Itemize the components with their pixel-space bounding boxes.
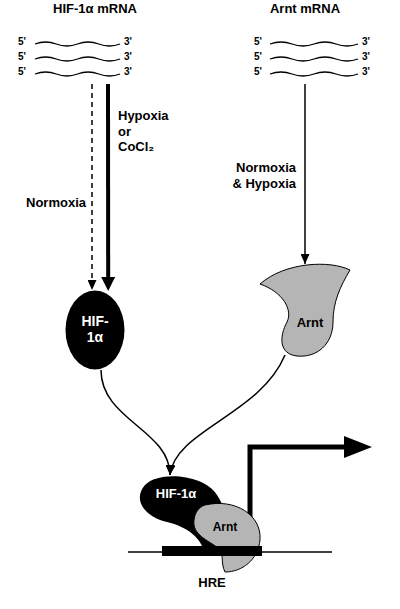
condition-label: Normoxia & Hypoxia xyxy=(226,160,296,191)
mrna-group: HIF-1α mRNA xyxy=(30,2,160,84)
shape-outline xyxy=(270,42,358,76)
strand-end-label: 5' xyxy=(254,52,262,62)
response-element: HRE xyxy=(162,546,262,556)
shape-outline xyxy=(35,42,120,76)
shape-outline xyxy=(162,546,262,556)
shape-outline xyxy=(190,500,265,575)
shape-outline xyxy=(66,291,125,370)
strand-end-label: 5' xyxy=(18,67,26,77)
node-text: Arnt xyxy=(289,316,331,331)
shape-outline xyxy=(162,546,262,556)
node-text: Arnt xyxy=(202,521,248,535)
bound-protein: Arnt xyxy=(190,500,265,575)
strand-end-label: 3' xyxy=(124,67,132,77)
node-text: Arnt mRNA xyxy=(240,2,370,17)
node-text: HIF-1α xyxy=(145,487,207,502)
protein-shape: Arnt xyxy=(255,262,355,362)
strand-end-label: 5' xyxy=(18,52,26,62)
node-text: HIF-1α xyxy=(75,313,115,345)
node-text: HRE xyxy=(162,576,262,591)
strand-end-label: 3' xyxy=(124,37,132,47)
strand-end-label: 5' xyxy=(254,37,262,47)
shape-outline xyxy=(260,264,350,356)
pathway-arrow xyxy=(106,84,110,277)
strand-end-label: 3' xyxy=(362,52,370,62)
protein-ellipse: HIF-1α xyxy=(65,290,125,370)
pathway-arrow xyxy=(170,355,285,475)
pathway-arrow xyxy=(101,370,170,475)
transcription-arrow-head xyxy=(344,436,372,458)
transcription-arrow xyxy=(250,447,346,532)
shape-outline xyxy=(255,262,355,362)
node-text: HIF-1α mRNA xyxy=(30,2,160,17)
pathway-arrow xyxy=(91,84,93,290)
strand-end-label: 3' xyxy=(362,67,370,77)
strand-end-label: 5' xyxy=(254,67,262,77)
strand-end-label: 3' xyxy=(362,37,370,47)
condition-label: Normoxia xyxy=(14,195,86,211)
shape-outline xyxy=(194,503,260,572)
condition-label: Hypoxia or CoCl₂ xyxy=(118,108,168,155)
pathway-arrow xyxy=(304,84,306,264)
strand-end-label: 3' xyxy=(124,52,132,62)
strand-end-label: 5' xyxy=(18,37,26,47)
